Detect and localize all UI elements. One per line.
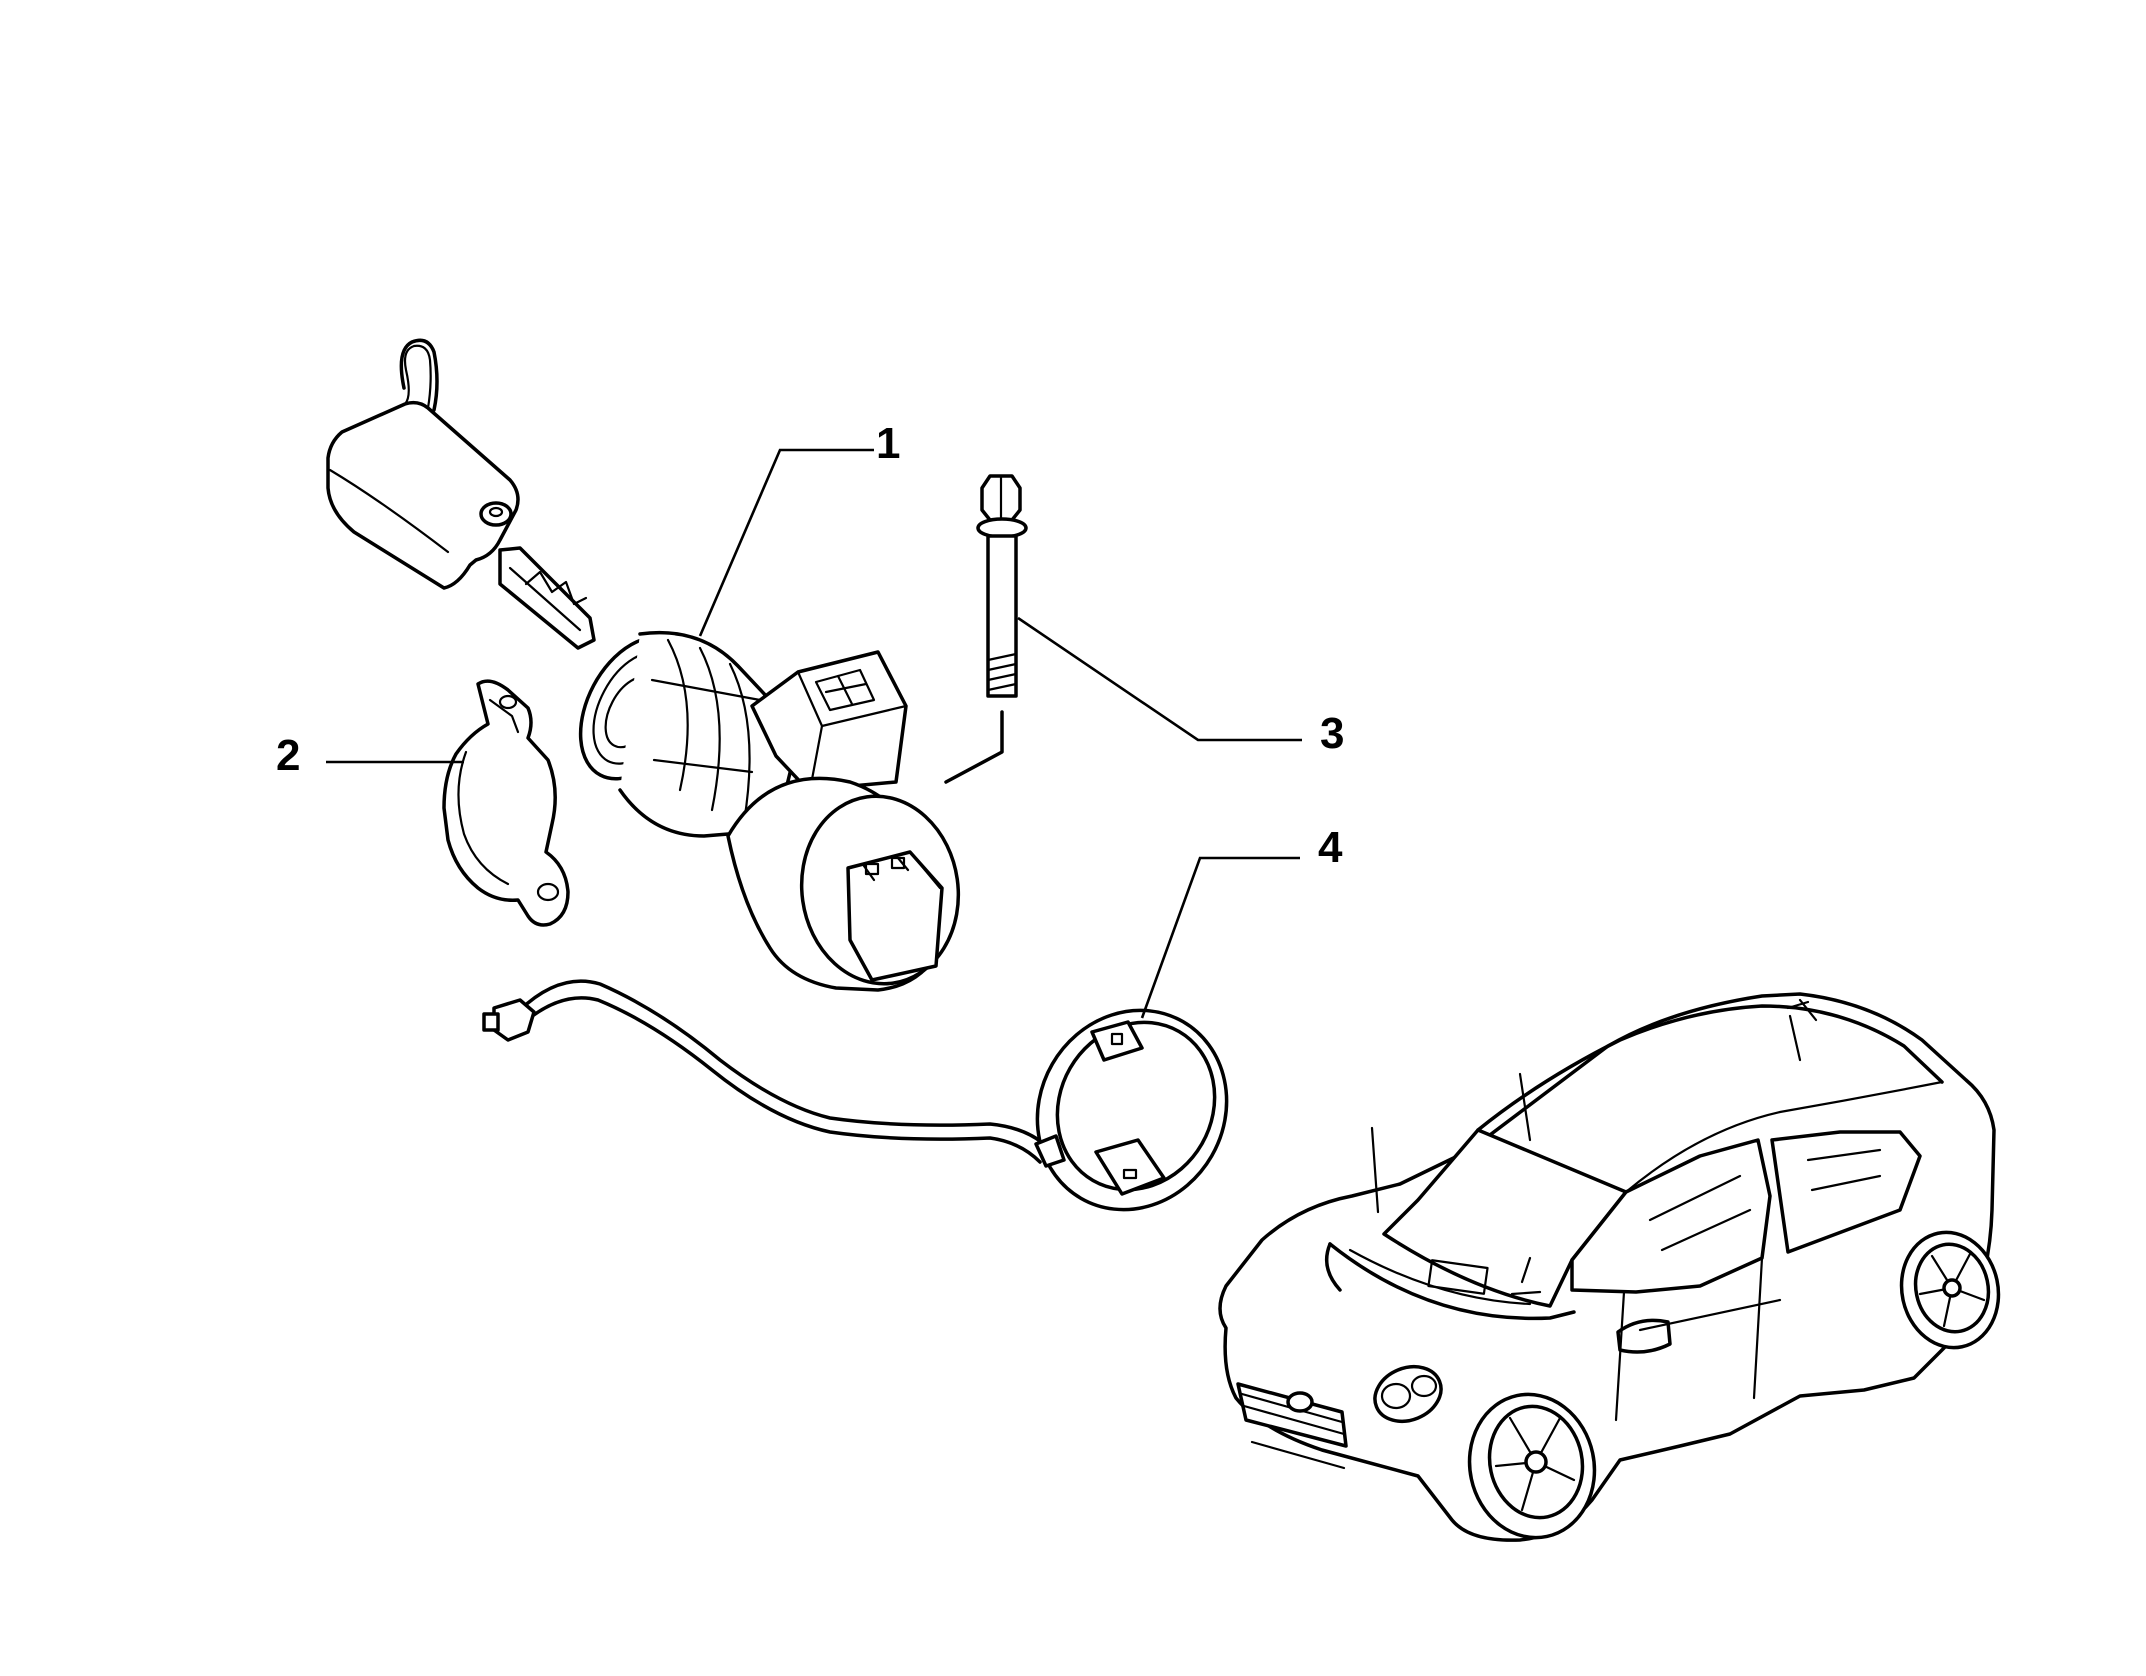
- callout-1: 1: [876, 419, 900, 468]
- leader-line-3: [1017, 616, 1302, 742]
- leader-line-4: [1140, 856, 1300, 1019]
- flip-key[interactable]: [326, 338, 596, 650]
- leader-line-1: [698, 448, 874, 637]
- ignition-lock-assembly[interactable]: [558, 618, 970, 994]
- callout-4: 4: [1318, 823, 1343, 872]
- callout-3: 3: [1320, 709, 1344, 758]
- antenna-ring-cable[interactable]: [482, 976, 1263, 1245]
- retaining-bracket[interactable]: [442, 679, 570, 927]
- vehicle-illustration: [1218, 992, 2001, 1542]
- bolt[interactable]: [944, 474, 1028, 784]
- callout-2: 2: [276, 731, 300, 780]
